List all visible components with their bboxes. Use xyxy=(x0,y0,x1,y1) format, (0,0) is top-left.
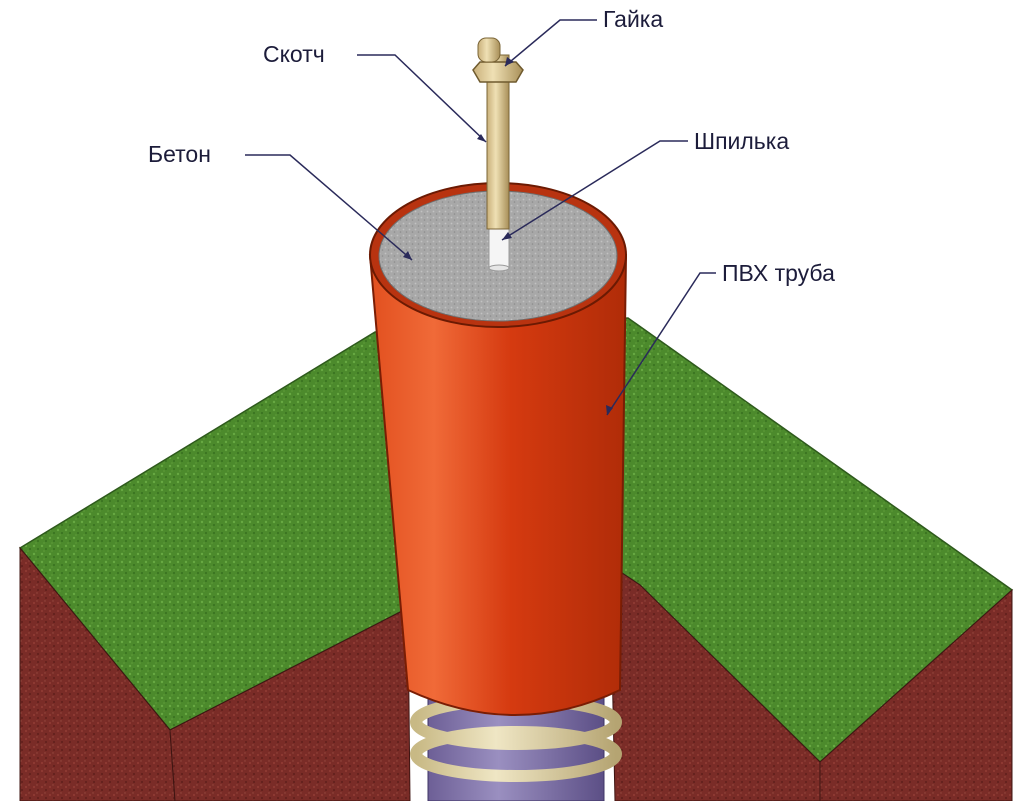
label-tape: Скотч xyxy=(263,41,325,67)
leader-lines xyxy=(245,19,716,416)
soil-inner-left xyxy=(169,607,411,801)
stud-tape-bottom xyxy=(488,264,510,272)
arrowhead-icon xyxy=(403,251,412,260)
nut-icon xyxy=(472,61,524,83)
arrowhead-icon xyxy=(477,134,486,142)
leader-concrete xyxy=(245,154,413,261)
arrowhead-icon xyxy=(502,232,512,240)
soil-front-right xyxy=(819,588,1013,801)
soil-front-left xyxy=(19,546,176,801)
pipe-body xyxy=(368,254,628,716)
stud-top xyxy=(477,37,501,63)
leader-arrowheads xyxy=(403,57,613,415)
label-pvc-pipe: ПВХ труба xyxy=(722,260,835,286)
label-concrete: Бетон xyxy=(148,141,211,167)
label-stud: Шпилька xyxy=(694,128,790,154)
stud-tape xyxy=(488,225,510,269)
threaded-stud xyxy=(472,37,524,272)
leader-nut xyxy=(504,19,597,67)
sleeve-band xyxy=(410,726,622,782)
leader-tape xyxy=(357,54,487,143)
arrowhead-icon xyxy=(606,405,613,415)
leader-stud xyxy=(501,140,688,241)
arrowhead-icon xyxy=(505,57,514,66)
leader-pipe xyxy=(606,272,716,416)
label-nut: Гайка xyxy=(603,6,664,32)
